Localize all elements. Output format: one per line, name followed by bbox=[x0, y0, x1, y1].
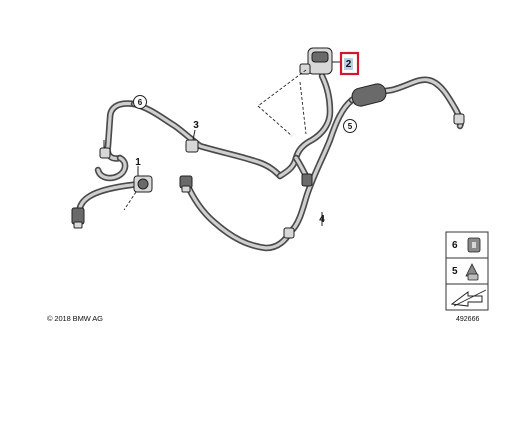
middle-connector[interactable] bbox=[179, 129, 294, 252]
svg-text:4: 4 bbox=[319, 214, 325, 225]
left-hose-assembly[interactable] bbox=[94, 100, 284, 182]
callout-5: 5 bbox=[343, 119, 357, 133]
legend-item-5[interactable]: 5 bbox=[445, 257, 489, 285]
svg-text:3: 3 bbox=[193, 120, 199, 131]
copyright-text: © 2018 BMW AG bbox=[47, 314, 103, 323]
svg-text:5: 5 bbox=[348, 122, 353, 131]
silencer-hose[interactable] bbox=[348, 76, 465, 130]
callout-3: 3 bbox=[193, 120, 199, 131]
callout-6: 6 bbox=[133, 95, 147, 109]
svg-text:5: 5 bbox=[452, 266, 458, 277]
legend-item-6[interactable]: 6 bbox=[445, 231, 489, 259]
callout-1: 1 bbox=[135, 157, 141, 168]
diagram-number: 492666 bbox=[456, 316, 480, 323]
purge-valve-top[interactable] bbox=[257, 47, 342, 187]
svg-text:1: 1 bbox=[135, 157, 141, 168]
main-vent-hose[interactable] bbox=[283, 96, 356, 239]
grommet-icon bbox=[465, 263, 479, 281]
direction-arrow-icon bbox=[450, 289, 487, 307]
valve-assembly[interactable] bbox=[71, 166, 153, 229]
svg-text:6: 6 bbox=[138, 98, 143, 107]
legend-direction bbox=[445, 283, 489, 311]
callout-4: 4 bbox=[319, 214, 325, 225]
pipe-clip-icon bbox=[467, 237, 481, 253]
callout-2-highlighted[interactable]: 2 bbox=[339, 51, 360, 76]
svg-text:6: 6 bbox=[452, 240, 458, 251]
svg-text:2: 2 bbox=[346, 59, 352, 70]
